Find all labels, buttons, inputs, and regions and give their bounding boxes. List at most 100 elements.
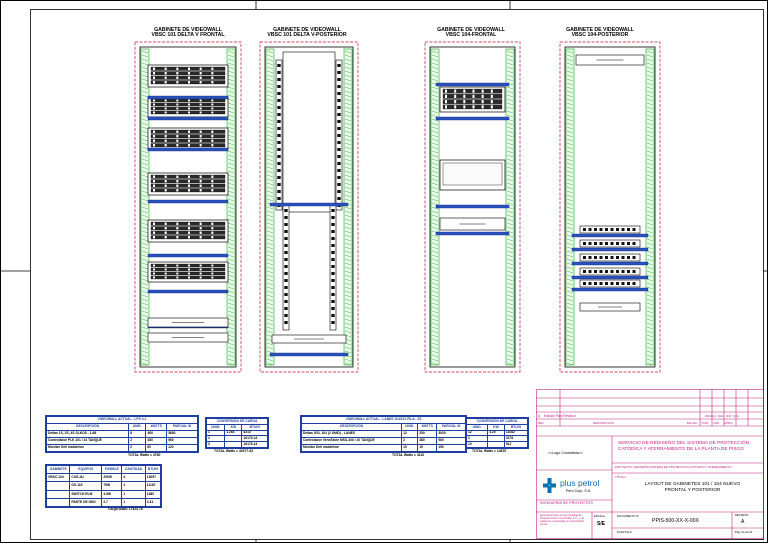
cabinet-3-rail-hatch bbox=[431, 250, 439, 254]
switch-port bbox=[616, 256, 619, 259]
revision-row: A Emisión Para Revisión bbox=[538, 414, 576, 418]
cabinet-4-rail-hatch bbox=[646, 294, 654, 298]
blue-rail-bar bbox=[435, 82, 510, 87]
pdu-outlet bbox=[331, 307, 335, 310]
cabinet-3-rail-hatch bbox=[506, 270, 514, 274]
pdu-outlet bbox=[337, 106, 341, 109]
cabinet-1-rail-hatch bbox=[141, 306, 149, 310]
cabinet-4-rail-hatch bbox=[646, 58, 654, 62]
cabinet-4-rail-hatch bbox=[566, 230, 574, 234]
cabinet-4-clearance bbox=[559, 41, 661, 373]
cabinet-1-rail-hatch bbox=[141, 126, 149, 130]
switch-port bbox=[599, 242, 603, 245]
cabinet-4-rail-hatch bbox=[566, 178, 574, 182]
server-unit-slot bbox=[153, 175, 155, 178]
cabinet-1-rail-hatch bbox=[227, 130, 235, 134]
cabinet-1-rail-hatch bbox=[227, 90, 235, 94]
pdu-outlet bbox=[331, 300, 335, 303]
cabinet-2-rail-hatch bbox=[344, 74, 352, 78]
cabinet-2-rail-hatch bbox=[266, 358, 274, 362]
cabinet-4-rail-hatch bbox=[566, 126, 574, 130]
cabinet-3-rail-hatch bbox=[506, 222, 514, 226]
table-cell: 250W bbox=[101, 473, 123, 483]
cabinet-4-rail-hatch bbox=[646, 122, 654, 126]
table-cell: 3680 bbox=[166, 430, 198, 438]
cabinet-2-rail-hatch bbox=[344, 210, 352, 214]
cabinet-4-rail-hatch bbox=[566, 74, 574, 78]
cabinet-2-rail-hatch bbox=[266, 258, 274, 262]
cabinet-2-rail-hatch bbox=[344, 106, 352, 110]
pdu-outlet bbox=[331, 209, 335, 212]
company-name: plus petrol bbox=[560, 478, 600, 488]
cabinet-4-rail-hatch bbox=[566, 198, 574, 202]
table-cell: 1 bbox=[121, 489, 146, 499]
cabinet-2-rail-hatch bbox=[266, 282, 274, 286]
cabinet-4-rail-hatch bbox=[566, 66, 574, 70]
cabinet-4-rail-hatch bbox=[646, 130, 654, 134]
server-unit-slot bbox=[164, 135, 167, 138]
cabinet-4-rail-hatch bbox=[566, 270, 574, 274]
server-unit-slot bbox=[153, 107, 155, 110]
cabinet-1-rail-hatch bbox=[141, 246, 149, 250]
server-unit-slot bbox=[164, 268, 167, 271]
server-unit-slot bbox=[490, 94, 493, 98]
server-unit-slot bbox=[176, 111, 179, 114]
server-unit-slot bbox=[176, 107, 179, 110]
switch-port bbox=[610, 228, 614, 231]
cabinet-1-rail-hatch bbox=[227, 74, 235, 78]
server-unit-slot bbox=[188, 72, 190, 75]
server-unit-slot bbox=[211, 111, 214, 114]
cabinet-4-rail-hatch bbox=[646, 290, 654, 294]
cabinet-3-rail-hatch bbox=[506, 74, 514, 78]
cabinet-1-rail-hatch bbox=[227, 198, 235, 202]
cabinet-4-rail-hatch bbox=[646, 254, 654, 258]
table-cell: Controlador PLK 101 / 24 TANQUE bbox=[45, 437, 130, 445]
cabinet-1-rail-hatch bbox=[227, 282, 235, 286]
cabinet-4-rail-hatch bbox=[646, 306, 654, 310]
server-unit-slot bbox=[164, 227, 167, 230]
cabinet-3-rail-hatch bbox=[431, 262, 439, 266]
cabinet-2-rail-hatch bbox=[266, 90, 274, 94]
cabinet-3-rail-hatch bbox=[506, 218, 514, 222]
cabinet-4-rail-hatch bbox=[566, 170, 574, 174]
cabinet-1-rail-hatch bbox=[141, 58, 149, 62]
cabinet-4-rail-hatch bbox=[566, 334, 574, 338]
cabinet-2-rail bbox=[343, 48, 353, 366]
cabinet-2-frame bbox=[264, 46, 354, 368]
cabinet-2-rail-hatch bbox=[344, 86, 352, 90]
pdu-outlet bbox=[277, 183, 281, 186]
cabinet-4-rail-hatch bbox=[646, 178, 654, 182]
cabinet-3-rail-hatch bbox=[431, 214, 439, 218]
server-unit-slot bbox=[153, 72, 155, 75]
pdu-outlet bbox=[331, 230, 335, 233]
cabinet-3-rail-hatch bbox=[431, 278, 439, 282]
server-unit-slot bbox=[164, 144, 167, 147]
pdu-outlet bbox=[284, 265, 288, 268]
pdu-outlet bbox=[337, 141, 341, 144]
power-table-videowall-lanes: VIDEOWALL ACTUAL - LANES 104/101 FILA - … bbox=[300, 415, 467, 453]
server-unit-slot bbox=[164, 111, 167, 114]
server-unit-slot bbox=[164, 175, 167, 178]
server-unit-slot bbox=[153, 222, 155, 225]
cabinet-3-rail-hatch bbox=[431, 310, 439, 314]
cabinet-4-rail-hatch bbox=[566, 238, 574, 242]
cabinet-4-rail-hatch bbox=[646, 134, 654, 138]
cabinet-1-rail-hatch bbox=[141, 90, 149, 94]
server-unit-slot bbox=[199, 76, 202, 79]
switch-unit bbox=[579, 253, 641, 262]
cabinet-4-rail-hatch bbox=[646, 354, 654, 358]
disclaimer: Este documento es de propiedad de Pluspe… bbox=[540, 514, 585, 526]
server-unit-slot bbox=[153, 276, 155, 279]
switch-port bbox=[627, 282, 630, 285]
server-unit-slot bbox=[176, 189, 179, 192]
server-unit-slot bbox=[211, 180, 214, 183]
cabinet-2-rail-hatch bbox=[266, 362, 274, 366]
cabinet-4-rail-hatch bbox=[646, 186, 654, 190]
cabinet-2-rail-hatch bbox=[344, 226, 352, 230]
cabinet-2-rail-hatch bbox=[266, 50, 274, 54]
cabinet-1-rail-hatch bbox=[141, 298, 149, 302]
cabinet-4-rail-hatch bbox=[646, 322, 654, 326]
cabinet-1-rail-hatch bbox=[141, 274, 149, 278]
cabinet-3-rail-hatch bbox=[431, 146, 439, 150]
